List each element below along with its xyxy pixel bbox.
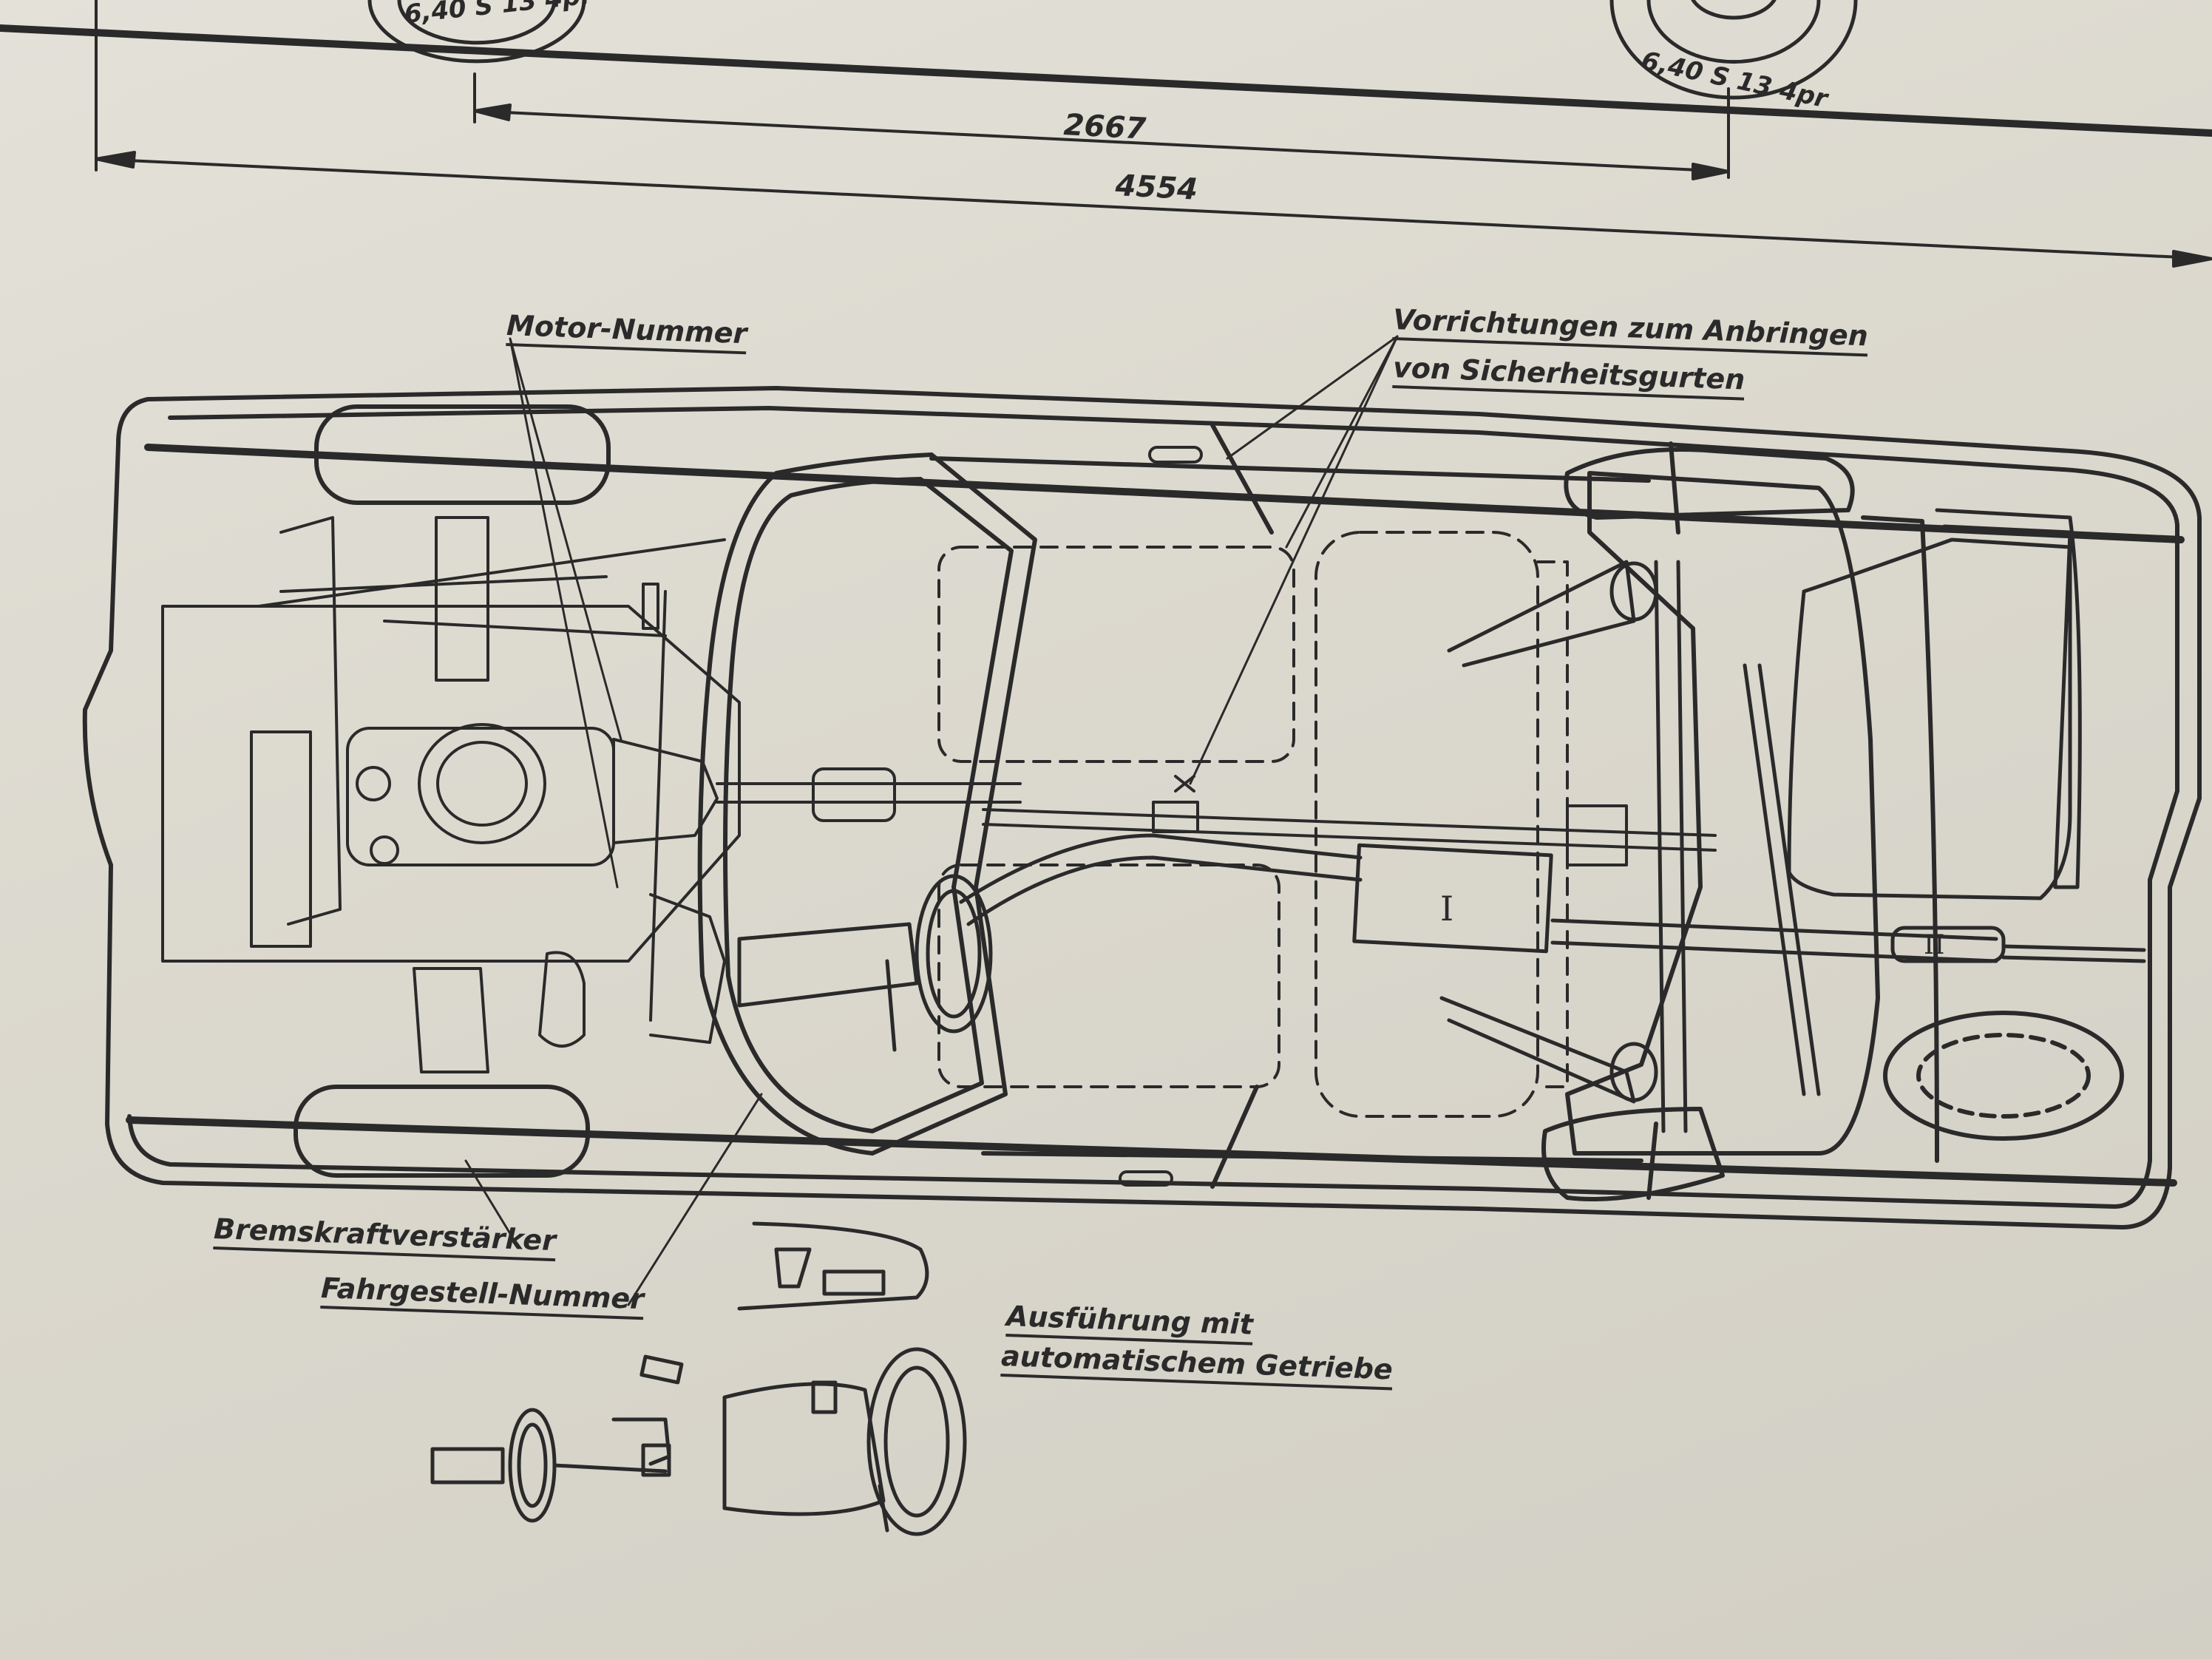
car-body-outline <box>82 386 2202 1229</box>
rear-axle <box>1439 560 1821 1133</box>
rear-wheel-side-view <box>1609 0 1858 100</box>
auto-steering-column-inset <box>430 1347 967 1536</box>
dimension-lines <box>95 0 2212 268</box>
front-muffler-label: I <box>1440 889 1454 929</box>
spare-wheel <box>1883 1011 2124 1141</box>
steering-wheel <box>737 874 993 1052</box>
drivetrain <box>612 738 1717 866</box>
trunk <box>1787 508 2082 900</box>
belt-mount-markers <box>1119 446 1203 1187</box>
auto-gear-selector-inset <box>737 1221 929 1311</box>
engine <box>161 516 741 1073</box>
front-wheel-side-view <box>367 0 586 64</box>
length-dimension-line <box>95 157 2212 260</box>
leader-lines <box>464 335 1399 1306</box>
front-right-wheel <box>294 1085 590 1178</box>
rear-left-wheel <box>1564 447 1855 520</box>
rear-muffler <box>1890 926 2006 963</box>
rear-right-wheel <box>1541 1107 1725 1201</box>
rear-muffler-label: II <box>1924 930 1945 960</box>
wheelbase-dimension-line <box>473 109 1730 173</box>
exhaust-system <box>959 833 2146 963</box>
wheelbase-dimension-label: 2667 <box>1062 108 1147 146</box>
front-muffler <box>1352 843 1553 954</box>
overall-length-dimension-label: 4554 <box>1114 169 1199 207</box>
ground-line <box>0 24 2212 137</box>
wheels-top-view <box>294 404 2124 1201</box>
seats <box>937 531 1569 1118</box>
front-left-wheel <box>314 404 611 505</box>
